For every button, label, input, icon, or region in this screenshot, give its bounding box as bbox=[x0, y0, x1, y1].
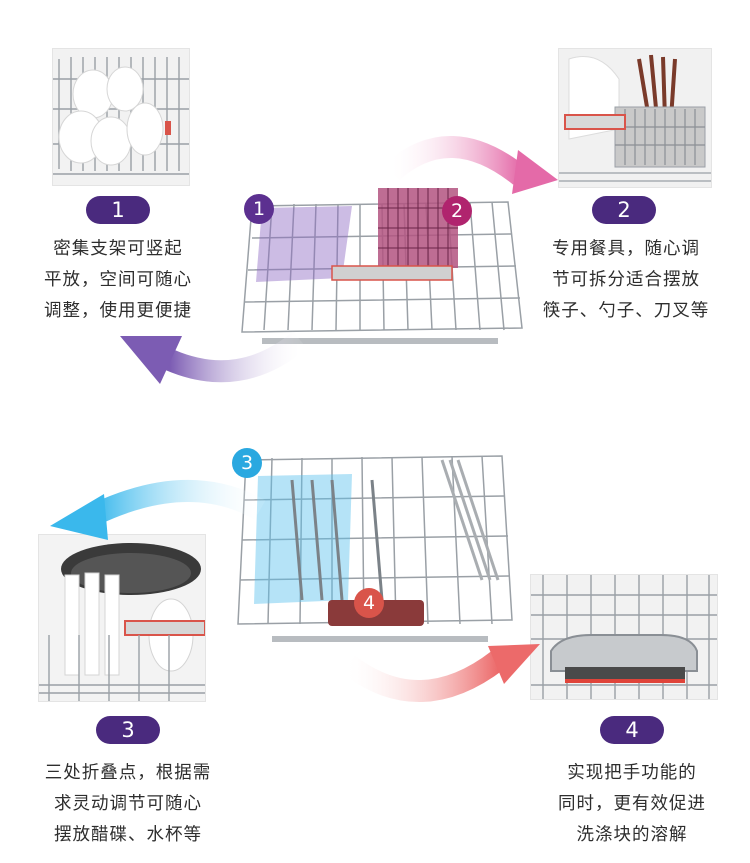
feature-4-photo bbox=[530, 574, 718, 700]
feature-1-description: 密集支架可竖起 平放，空间可随心 调整，使用更便捷 bbox=[8, 234, 228, 327]
feature-3-photo bbox=[38, 534, 206, 702]
dish-rack-photo bbox=[53, 49, 189, 185]
marker-4: 4 bbox=[354, 588, 384, 618]
feature-1-line-2: 平放，空间可随心 bbox=[44, 270, 192, 290]
feature-4-line-2: 同时，更有效促进 bbox=[558, 794, 706, 814]
feature-2-description: 专用餐具，随心调 节可拆分适合摆放 筷子、勺子、刀叉等 bbox=[516, 234, 736, 327]
feature-4-line-3: 洗涤块的溶解 bbox=[576, 825, 688, 845]
feature-3-badge: 3 bbox=[96, 716, 160, 744]
feature-1-photo bbox=[52, 48, 190, 186]
lower-rack-photo bbox=[237, 455, 513, 642]
feature-1-line-1: 密集支架可竖起 bbox=[53, 239, 183, 259]
feature-1-badge: 1 bbox=[86, 196, 150, 224]
feature-2-line-2: 节可拆分适合摆放 bbox=[552, 270, 700, 290]
feature-3-description: 三处折叠点，根据需 求灵动调节可随心 摆放醋碟、水杯等 bbox=[18, 758, 238, 851]
feature-4-badge: 4 bbox=[600, 716, 664, 744]
feature-4-description: 实现把手功能的 同时，更有效促进 洗涤块的溶解 bbox=[522, 758, 742, 851]
marker-1: 1 bbox=[244, 194, 274, 224]
cutlery-basket-photo bbox=[559, 49, 711, 187]
feature-2-line-3: 筷子、勺子、刀叉等 bbox=[542, 301, 710, 321]
feature-4-line-1: 实现把手功能的 bbox=[567, 763, 697, 783]
feature-3-line-3: 摆放醋碟、水杯等 bbox=[54, 825, 202, 845]
feature-2-line-1: 专用餐具，随心调 bbox=[552, 239, 700, 259]
feature-3-line-2: 求灵动调节可随心 bbox=[54, 794, 202, 814]
feature-2-badge: 2 bbox=[592, 196, 656, 224]
feature-2-photo bbox=[558, 48, 712, 188]
marker-3: 3 bbox=[232, 448, 262, 478]
marker-2: 2 bbox=[442, 196, 472, 226]
feature-1-line-3: 调整，使用更便捷 bbox=[44, 301, 192, 321]
lower-basket-photo bbox=[232, 440, 518, 652]
feature-3-line-1: 三处折叠点，根据需 bbox=[44, 763, 212, 783]
handle-photo bbox=[531, 575, 717, 699]
